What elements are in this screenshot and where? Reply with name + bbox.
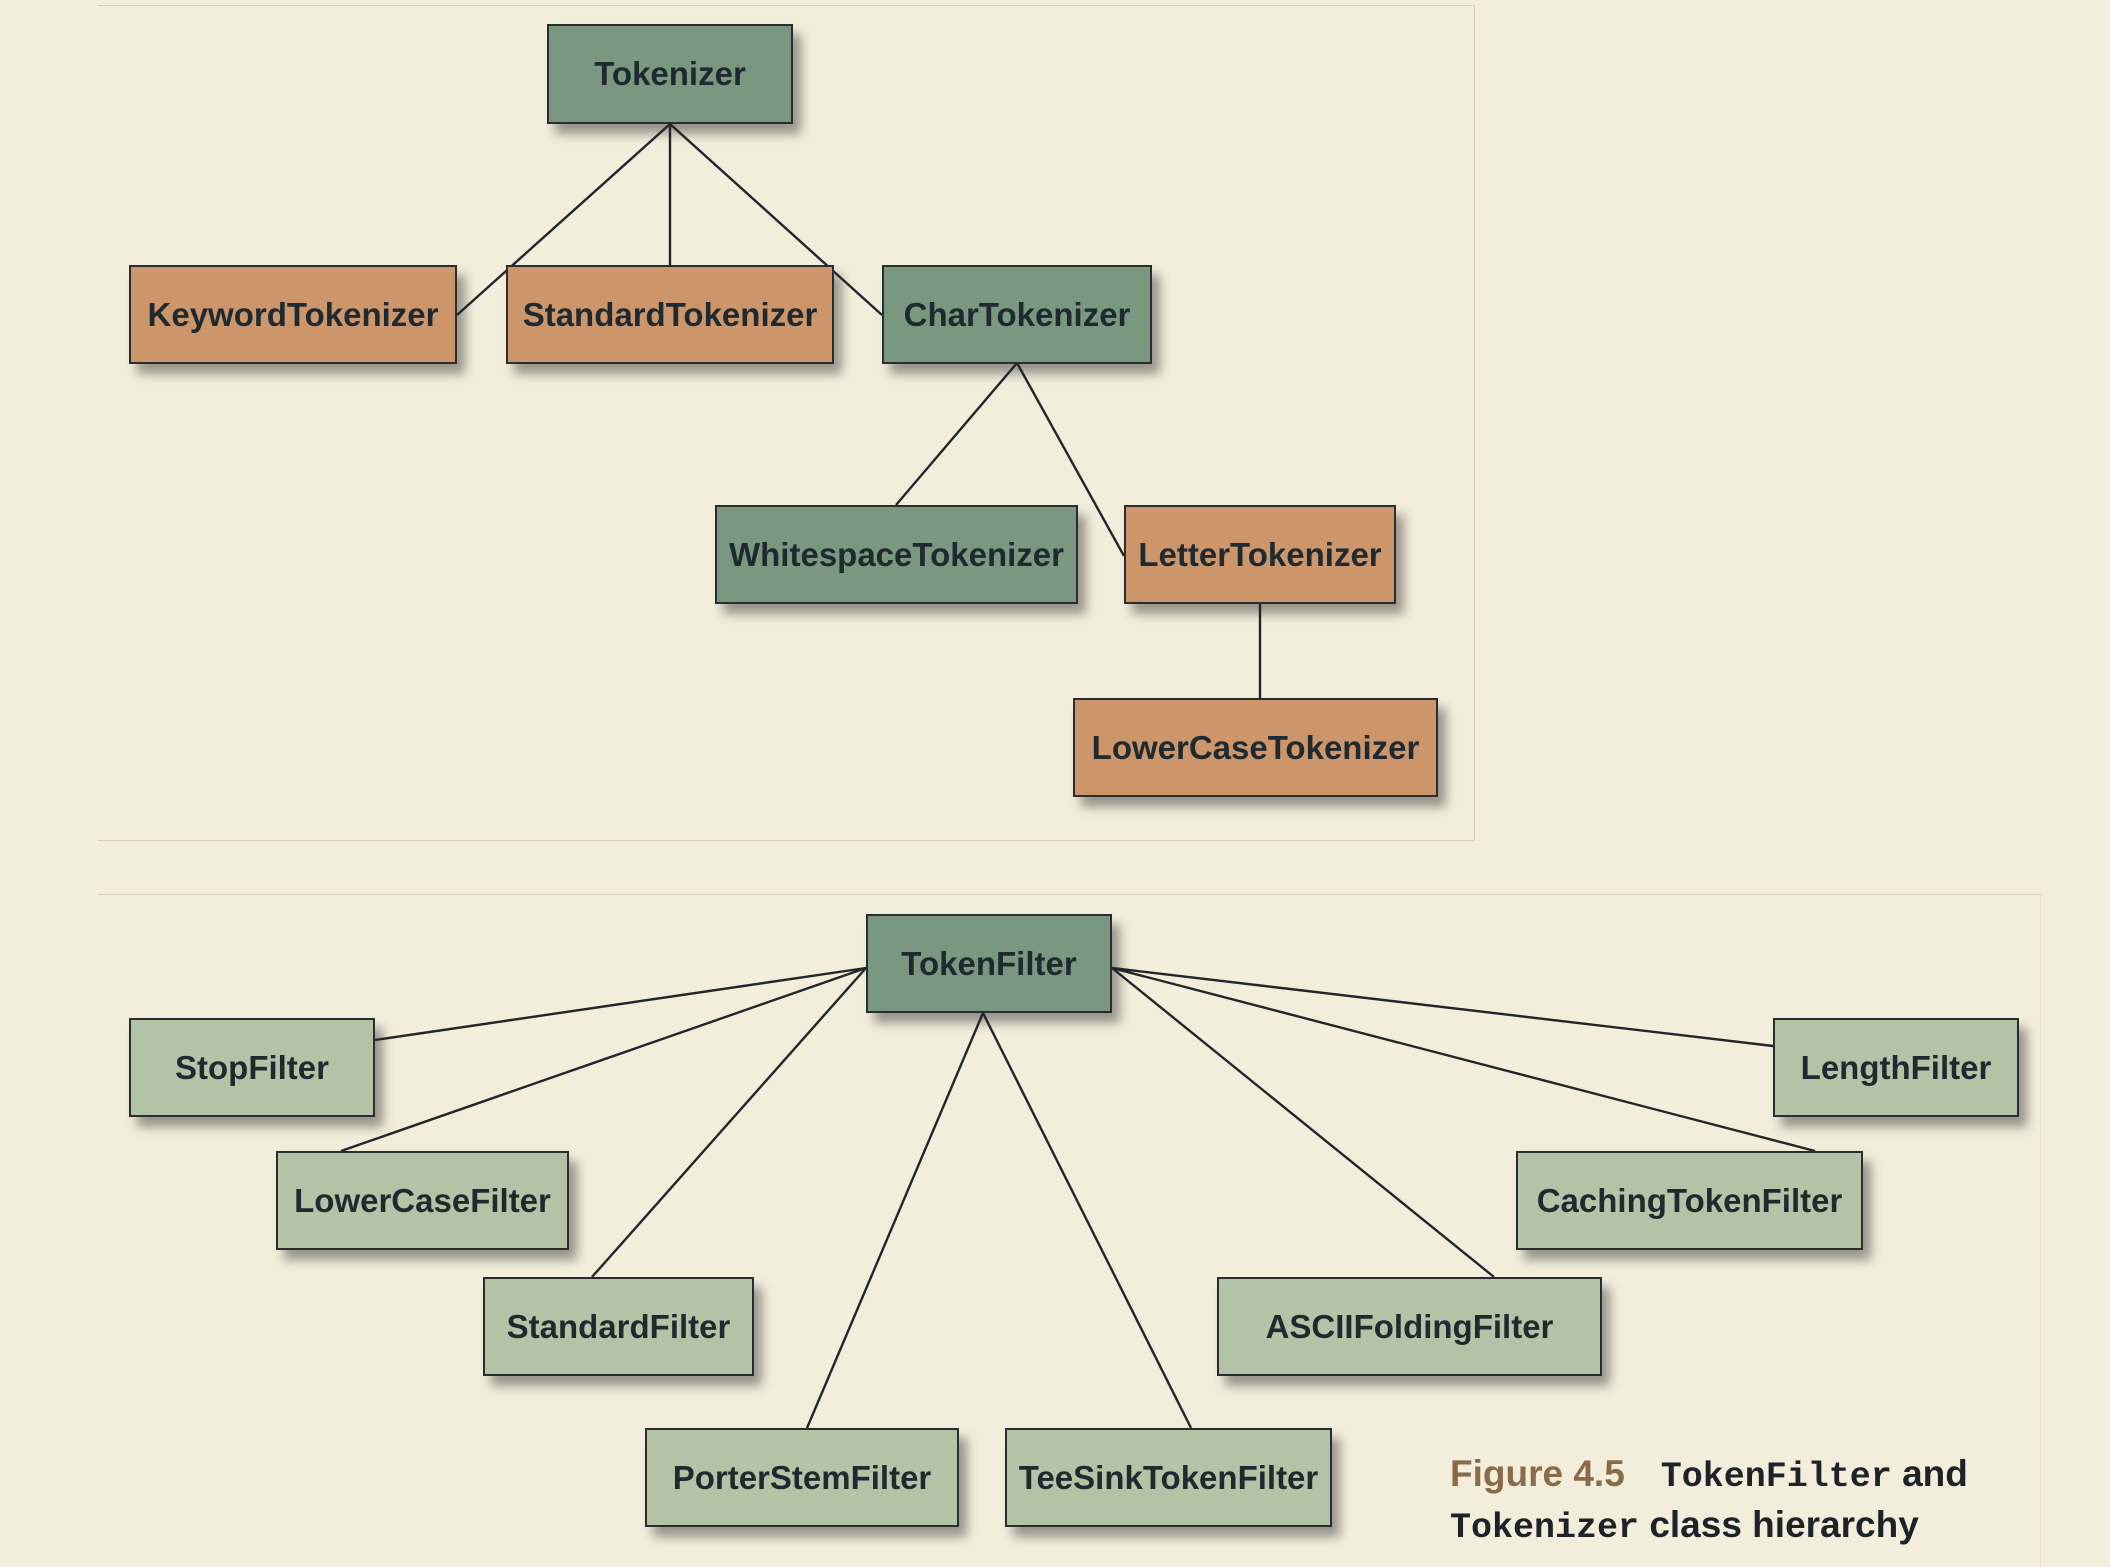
- caption-line-1: Figure 4.5 TokenFilter and: [1450, 1450, 1968, 1501]
- caption-class-tokenizer: Tokenizer: [1450, 1508, 1640, 1548]
- link-filter-stop: [374, 966, 867, 1042]
- node-lengthfilter: LengthFilter: [1773, 1018, 2019, 1117]
- link-filter-caching: [1111, 966, 1816, 1153]
- link-char-letter: [1015, 362, 1126, 557]
- link-filter-asciifolding: [1111, 967, 1495, 1278]
- node-cachingtokenfilter: CachingTokenFilter: [1516, 1151, 1863, 1250]
- node-keywordtokenizer: KeywordTokenizer: [129, 265, 457, 364]
- link-filter-teesink: [981, 1012, 1193, 1429]
- figure-number: Figure 4.5: [1450, 1453, 1625, 1494]
- caption-line-2: Tokenizer class hierarchy: [1450, 1501, 1968, 1552]
- link-filter-porterstem: [805, 1012, 985, 1429]
- link-filter-standard: [591, 967, 867, 1278]
- node-lowercasetokenizer: LowerCaseTokenizer: [1073, 698, 1438, 797]
- link-filter-lowercase: [340, 966, 867, 1153]
- node-standardtokenizer: StandardTokenizer: [506, 265, 834, 364]
- tokenfilter-panel: [98, 894, 2041, 1567]
- link-char-whitespace: [895, 362, 1018, 506]
- node-teesinktokenfilter: TeeSinkTokenFilter: [1005, 1428, 1332, 1527]
- node-stopfilter: StopFilter: [129, 1018, 375, 1117]
- link-filter-length: [1111, 966, 1774, 1048]
- node-lettertokenizer: LetterTokenizer: [1124, 505, 1396, 604]
- node-whitespacetokenizer: WhitespaceTokenizer: [715, 505, 1078, 604]
- node-tokenfilter: TokenFilter: [866, 914, 1112, 1013]
- node-porterstemfilter: PorterStemFilter: [645, 1428, 959, 1527]
- node-chartokenizer: CharTokenizer: [882, 265, 1152, 364]
- node-lowercasefilter: LowerCaseFilter: [276, 1151, 569, 1250]
- caption-class-tokenfilter: TokenFilter: [1660, 1457, 1892, 1497]
- node-standardfilter: StandardFilter: [483, 1277, 754, 1376]
- node-tokenizer: Tokenizer: [547, 24, 793, 124]
- caption-and: and: [1902, 1453, 1968, 1494]
- caption-rest: class hierarchy: [1649, 1504, 1919, 1545]
- node-asciifoldingfilter: ASCIIFoldingFilter: [1217, 1277, 1602, 1376]
- link-tokenizer-keyword: [456, 123, 671, 316]
- link-tokenizer-char: [669, 123, 883, 316]
- figure-caption: Figure 4.5 TokenFilter and Tokenizer clas…: [1450, 1450, 1968, 1552]
- tokenizer-panel: [98, 5, 1475, 841]
